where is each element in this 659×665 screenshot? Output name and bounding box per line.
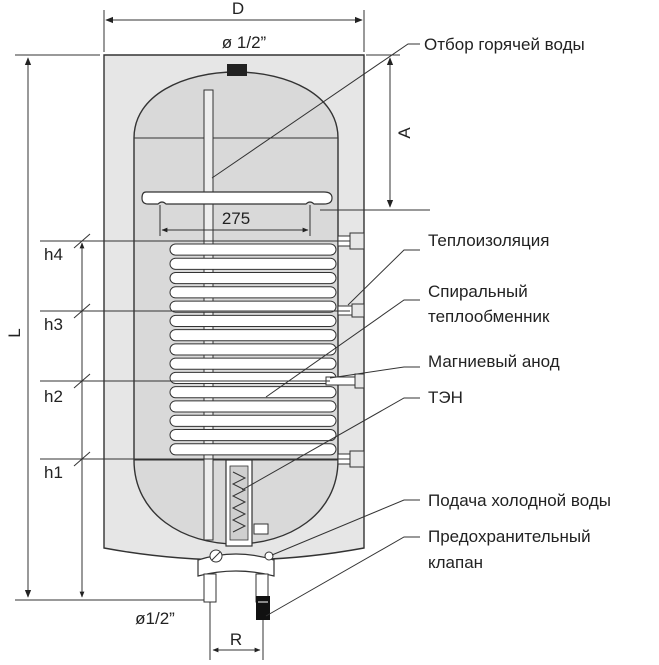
coil-loop: [169, 257, 337, 270]
mounting-bracket: [141, 191, 333, 205]
sensor-nozzle: [337, 303, 365, 318]
heating-element: [225, 459, 269, 547]
label-valve-line2: клапан: [428, 553, 483, 572]
dimension-heights: h4 h3 h2 h1: [40, 233, 350, 598]
label-valve-line1: Предохранительный: [428, 527, 591, 546]
coil-loop: [169, 428, 337, 442]
coil-loop: [169, 243, 337, 256]
dimension-275: 275: [159, 205, 311, 236]
coil-loop: [169, 343, 337, 356]
coil-loop: [169, 357, 337, 370]
label-r: R: [230, 630, 242, 649]
label-heater: ТЭН: [428, 388, 463, 407]
dimension-l: L: [5, 54, 204, 601]
label-275: 275: [222, 209, 250, 228]
label-h3: h3: [44, 315, 63, 334]
label-anode: Магниевый анод: [428, 352, 560, 371]
label-d: D: [232, 0, 244, 18]
dimension-r: R: [209, 602, 264, 660]
label-bottom-pipe: ø1/2”: [135, 609, 175, 628]
label-h1: h1: [44, 463, 63, 482]
top-fitting: [227, 64, 247, 76]
coil-loop: [169, 400, 337, 413]
label-top-pipe: ø 1/2”: [222, 33, 267, 52]
coil-loop: [169, 443, 337, 456]
coil-loop: [169, 386, 337, 399]
coil-lower-nozzle: [337, 450, 365, 468]
coil-loop: [169, 286, 337, 299]
label-h2: h2: [44, 387, 63, 406]
coil-loop: [169, 300, 337, 313]
coil-loop: [169, 329, 337, 342]
label-cold-water-inlet: Подача холодной воды: [428, 491, 611, 510]
dimension-a: A: [320, 54, 430, 211]
coil-loop: [169, 314, 337, 327]
label-h4: h4: [44, 245, 63, 264]
label-a: A: [395, 127, 414, 139]
dimension-d: D: [103, 0, 365, 52]
coil-loop: [169, 371, 337, 385]
spiral-heat-exchanger: [169, 243, 337, 456]
leader-lines: [211, 43, 420, 617]
safety-valve: [256, 596, 270, 620]
label-l: L: [5, 328, 24, 337]
coil-loop: [169, 414, 337, 427]
label-hot-water-outlet: Отбор горячей воды: [424, 35, 585, 54]
label-coil-line2: теплообменник: [428, 307, 550, 326]
bottom-flange: [197, 549, 275, 603]
label-insulation: Теплоизоляция: [428, 231, 549, 250]
label-coil-line1: Спиральный: [428, 282, 528, 301]
coil-loop: [169, 272, 337, 285]
